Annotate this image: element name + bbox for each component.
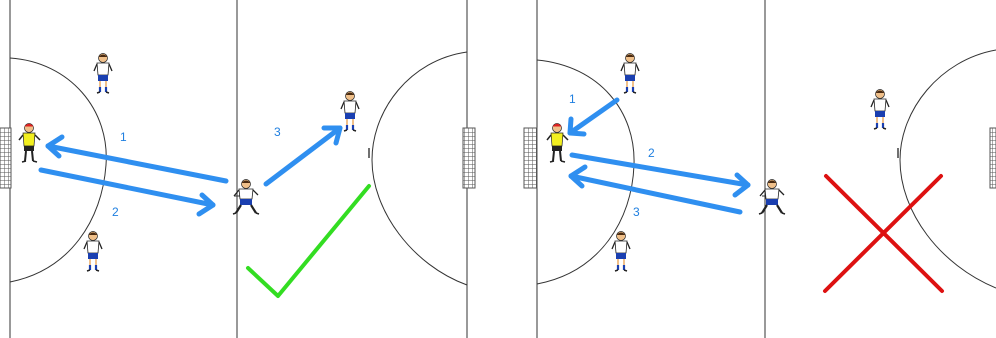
player-top-icon <box>621 54 639 94</box>
player-bottom-icon <box>612 232 630 272</box>
right-goal <box>463 128 475 188</box>
player-top-icon <box>94 54 112 94</box>
pass-label-3: 3 <box>633 205 640 219</box>
right-goal <box>990 128 996 188</box>
pass-arrows <box>41 128 340 214</box>
court-lines <box>10 0 467 338</box>
player-right-icon <box>871 90 889 130</box>
pass-label-1: 1 <box>120 130 127 144</box>
panel-correct: 1 3 2 <box>0 0 475 338</box>
court-lines <box>537 0 996 338</box>
left-goal <box>0 128 11 188</box>
pass-label-1: 1 <box>569 92 576 106</box>
goalkeeper-icon <box>19 124 40 163</box>
goalkeeper-icon <box>547 124 568 163</box>
left-goal <box>524 128 537 188</box>
pass-label-2: 2 <box>648 146 655 160</box>
pass-label-3: 3 <box>274 125 281 139</box>
checkmark-icon <box>248 186 369 296</box>
pass-arrows <box>570 100 748 212</box>
player-center-icon <box>759 180 785 215</box>
player-bottom-icon <box>84 232 102 272</box>
pass-label-2: 2 <box>112 205 119 219</box>
cross-icon <box>825 176 942 291</box>
panel-incorrect: 1 2 3 <box>524 0 996 338</box>
player-right-icon <box>341 92 359 132</box>
